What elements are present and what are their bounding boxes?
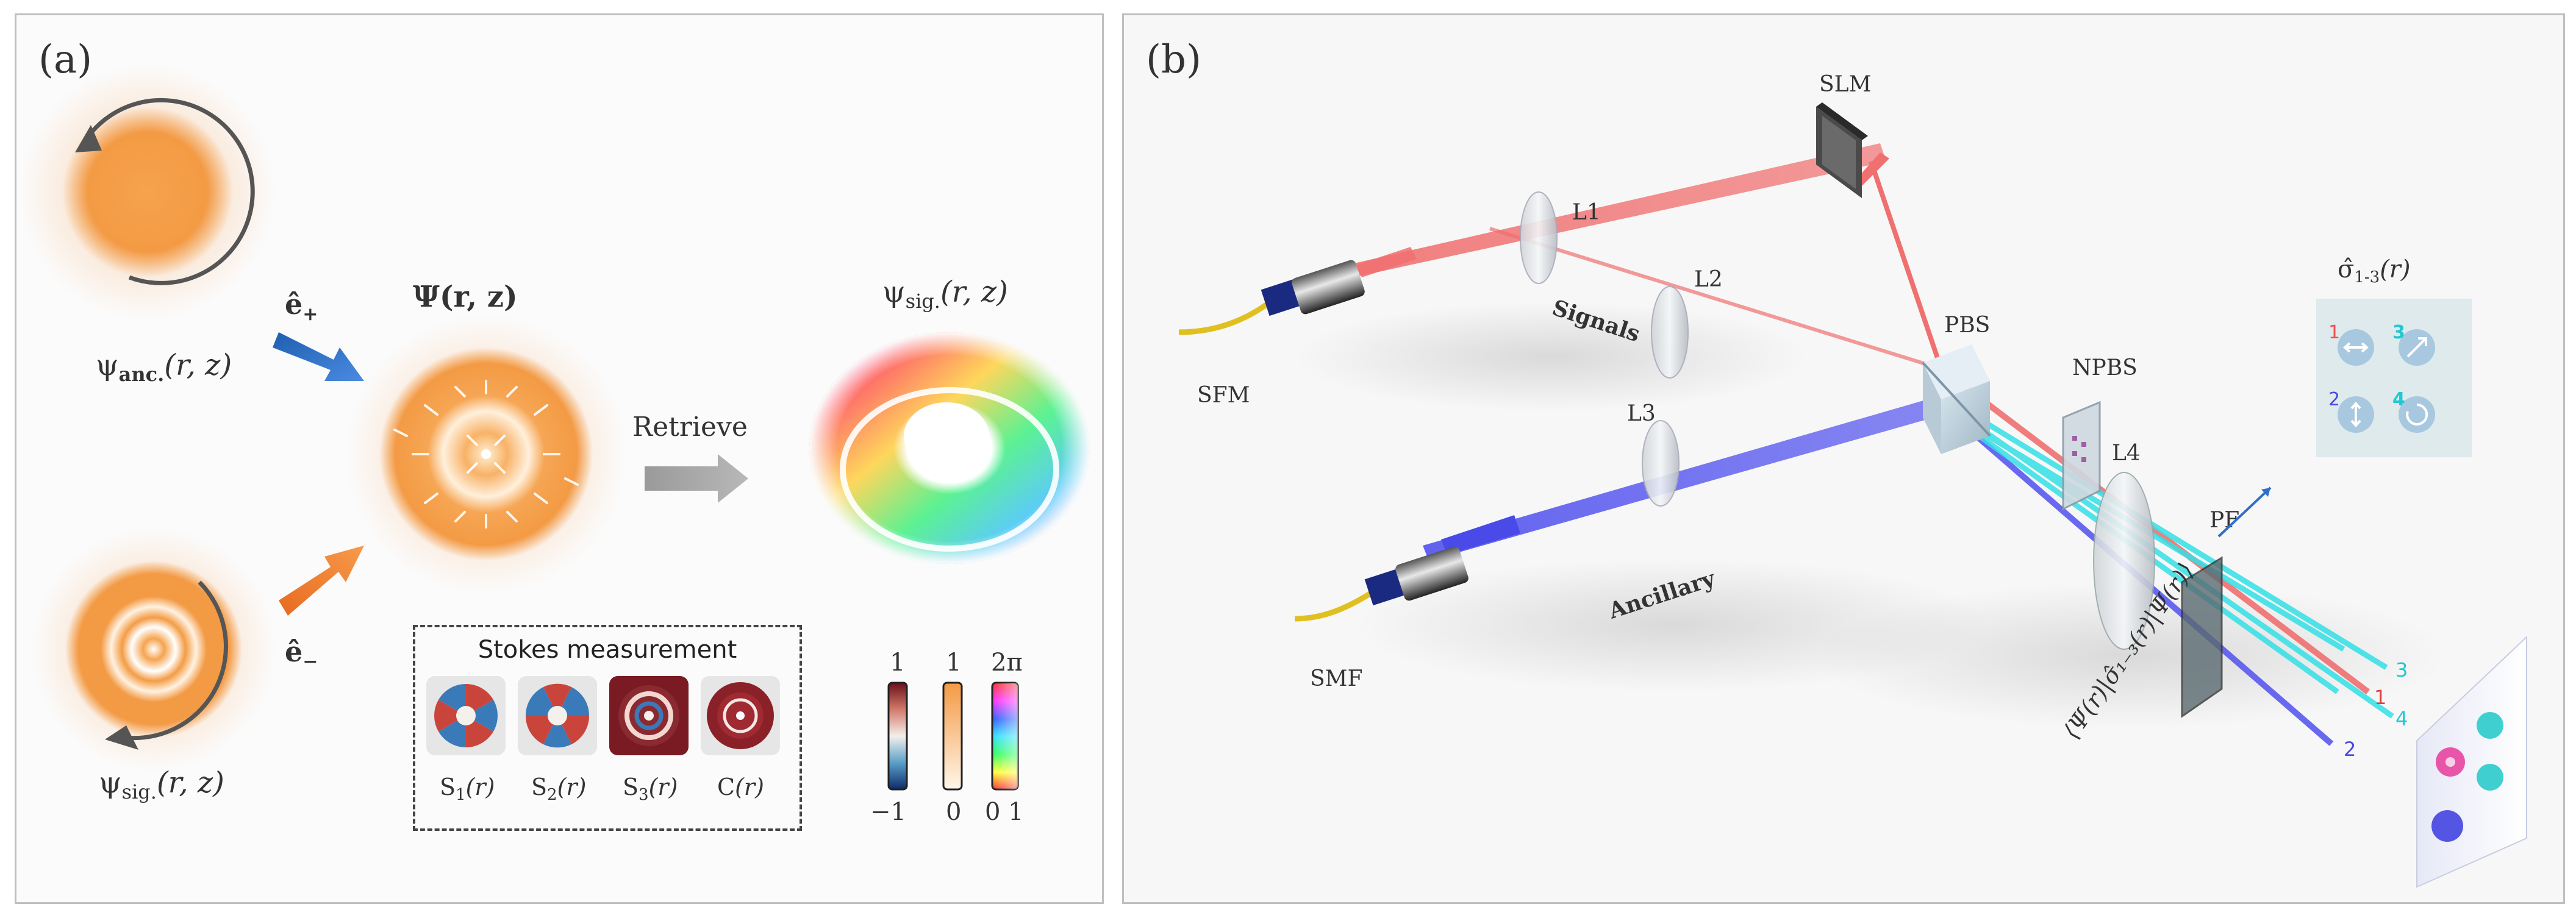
panel-b-setup-diagram: SLM L1 L2 PBS L3 NPBS L4 bbox=[1178, 72, 2527, 888]
colorbar-intensity bbox=[942, 682, 963, 791]
vertical-polarization-icon bbox=[2350, 401, 2361, 428]
sigma-cell-1: 1 bbox=[2328, 322, 2340, 343]
psi-sig-label: ψsig.(r, z) bbox=[99, 766, 224, 803]
psi-sig-out-label: ψsig.(r, z) bbox=[882, 275, 1008, 313]
beam-label-4: 4 bbox=[2395, 707, 2408, 730]
l3-label: L3 bbox=[1627, 401, 1656, 426]
colorbar2-top-label: 1 bbox=[946, 649, 961, 677]
diagonal-polarization-icon bbox=[2406, 337, 2427, 358]
e-plus-arrow bbox=[273, 332, 364, 381]
colorbar3-top-label: 2π bbox=[991, 649, 1023, 677]
pbs-cube bbox=[1922, 344, 1991, 454]
stokes-title: Stokes measurement bbox=[478, 636, 737, 664]
rotation-arrow-icon bbox=[105, 725, 138, 750]
l2-label: L2 bbox=[1694, 267, 1723, 292]
rotation-arrow-icon bbox=[75, 125, 102, 152]
e-plus-label: ê+ bbox=[285, 288, 318, 325]
stokes-s2-label: S2(r) bbox=[531, 774, 586, 804]
stokes-c-label: C(r) bbox=[717, 774, 764, 800]
stokes-s3-map bbox=[609, 676, 689, 755]
beam-label-2: 2 bbox=[2344, 738, 2356, 761]
retrieve-arrow bbox=[645, 454, 748, 503]
sigma-title: σ̂1-3(r) bbox=[2338, 255, 2411, 287]
retrieve-label: Retrieve bbox=[632, 411, 748, 443]
stokes-s1-map bbox=[426, 676, 506, 755]
sigma-box bbox=[2316, 299, 2472, 457]
smf-fiber-collimator bbox=[1294, 546, 1469, 622]
colorbar1-top-label: 1 bbox=[890, 649, 905, 677]
colorbar2-bottom-label: 0 bbox=[946, 798, 961, 826]
stokes-measurement-box: Stokes measurement bbox=[413, 625, 802, 831]
colorbars bbox=[887, 682, 1019, 791]
beam-label-1: 1 bbox=[2374, 686, 2386, 709]
stokes-maps: S1(r) S2(r) S3(r) C(r) bbox=[426, 676, 780, 804]
panel-b: (b) bbox=[1122, 13, 2565, 904]
signal-beam bbox=[1319, 143, 2370, 694]
lens-l3 bbox=[1642, 420, 1680, 507]
beam-label-3: 3 bbox=[2395, 658, 2408, 682]
slm-label: SLM bbox=[1819, 72, 1871, 97]
smf-label: SMF bbox=[1310, 666, 1363, 691]
psi-sig-beam bbox=[32, 527, 276, 771]
panel-b-label: (b) bbox=[1146, 37, 1201, 82]
slm-device bbox=[1816, 102, 1868, 198]
big-psi-label: Ψ(r, z) bbox=[413, 280, 518, 314]
pbs-label: PBS bbox=[1944, 313, 1990, 338]
psi-sig-retrieved-beam bbox=[809, 332, 1090, 564]
pf-to-sigma-arrow bbox=[2217, 486, 2272, 538]
lens-l1 bbox=[1520, 191, 1558, 284]
npbs-label: NPBS bbox=[2072, 355, 2138, 380]
lens-l4 bbox=[2093, 472, 2155, 650]
pf-plate bbox=[2181, 556, 2223, 718]
sfm-fiber-collimator bbox=[1178, 260, 1365, 335]
circular-polarization-icon bbox=[2406, 403, 2428, 425]
colorbar3-bottom-label: 0 1 bbox=[985, 798, 1024, 826]
stokes-s3-label: S3(r) bbox=[623, 774, 678, 804]
colorbar1-bottom-label: −1 bbox=[870, 798, 906, 826]
l1-label: L1 bbox=[1572, 200, 1601, 225]
stokes-s1-label: S1(r) bbox=[440, 774, 495, 804]
sigma-cell-3: 3 bbox=[2392, 322, 2405, 343]
psi-anc-beam bbox=[20, 64, 276, 320]
psi-anc-label: ψanc.(r, z) bbox=[96, 348, 232, 386]
panel-a-diagram: ψanc.(r, z) ψsig.(r, z) ê+ ê− Ψ(r, z) bbox=[20, 64, 1090, 826]
sigma-cell-4: 4 bbox=[2392, 389, 2405, 410]
sfm-label: SFM bbox=[1197, 383, 1250, 408]
e-minus-label: ê− bbox=[285, 635, 318, 672]
horizontal-polarization-icon bbox=[2342, 342, 2369, 353]
lens-l2 bbox=[1651, 286, 1689, 379]
psi-superposition-beam bbox=[346, 314, 626, 594]
l4-label: L4 bbox=[2112, 441, 2141, 466]
stokes-c-map bbox=[701, 676, 780, 755]
colorbar-stokes bbox=[887, 682, 908, 791]
panel-a: (a) bbox=[15, 13, 1104, 904]
panel-a-label: (a) bbox=[38, 37, 93, 82]
detection-screen bbox=[2416, 635, 2527, 888]
stokes-s2-map bbox=[518, 676, 597, 755]
e-minus-arrow bbox=[279, 546, 364, 616]
npbs-plate bbox=[2062, 401, 2101, 511]
sigma-cell-2: 2 bbox=[2328, 389, 2340, 410]
